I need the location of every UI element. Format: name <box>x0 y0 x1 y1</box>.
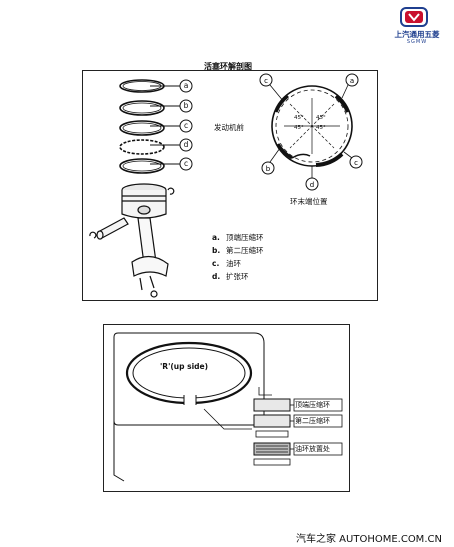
ring-label-d: d <box>183 140 189 149</box>
ring-gap-diagram: c a b c d <box>259 73 363 191</box>
angle-label-1: 45° <box>294 115 304 121</box>
angle-label-4: 45° <box>316 125 326 131</box>
logo-sub-text: SGMW <box>406 39 428 45</box>
logo-brand-text: 上汽通用五菱 <box>394 30 440 39</box>
gap-label-d: d <box>310 181 314 189</box>
ring-label-a: a <box>183 81 189 90</box>
legend-item-c: c.油环 <box>212 259 241 268</box>
angle-label-3: 45° <box>294 125 304 131</box>
ring-label-circles <box>150 79 193 171</box>
legend-item-b: b.第二压缩环 <box>212 246 264 255</box>
legend-item-d: d.扩张环 <box>212 272 249 281</box>
ring-c-upper <box>119 120 165 136</box>
figure1-frame <box>82 70 378 301</box>
brand-logo-icon <box>400 7 428 27</box>
ring-orientation-diagram <box>113 332 343 482</box>
legend-item-a: a.顶端压缩环 <box>212 233 264 242</box>
ring-label-c: c <box>183 121 189 130</box>
label-top-compression-ring: 顶端压缩环 <box>295 401 330 409</box>
ring-up-side-mark: 'R'(up side) <box>160 362 209 371</box>
gap-label-b: b <box>266 165 271 173</box>
watermark-text: 汽车之家 AUTOHOME.COM.CN <box>296 534 442 545</box>
label-second-compression-ring: 第二压缩环 <box>295 417 330 425</box>
gap-label-c-bottom: c <box>354 159 358 167</box>
ring-b <box>119 100 165 116</box>
gap-label-c-top: c <box>264 77 268 85</box>
engine-front-label: 发动机前 <box>214 123 244 132</box>
ring-legend: a.顶端压缩环 b.第二压缩环 c.油环 d.扩张环 <box>212 231 264 283</box>
angle-label-2: 45° <box>316 115 326 121</box>
gap-position-label: 环末端位置 <box>290 197 328 206</box>
figure2-frame <box>103 324 350 492</box>
ring-d <box>119 139 165 155</box>
gap-label-a: a <box>350 77 354 85</box>
ring-label-b: b <box>183 101 189 110</box>
ring-label-c2: c <box>183 159 189 168</box>
ring-c-lower <box>119 158 165 174</box>
label-oil-ring-position: 油环放置处 <box>295 445 330 453</box>
piston-rings-diagram <box>89 79 175 298</box>
figure-title: 活塞环解剖图 <box>204 62 252 71</box>
